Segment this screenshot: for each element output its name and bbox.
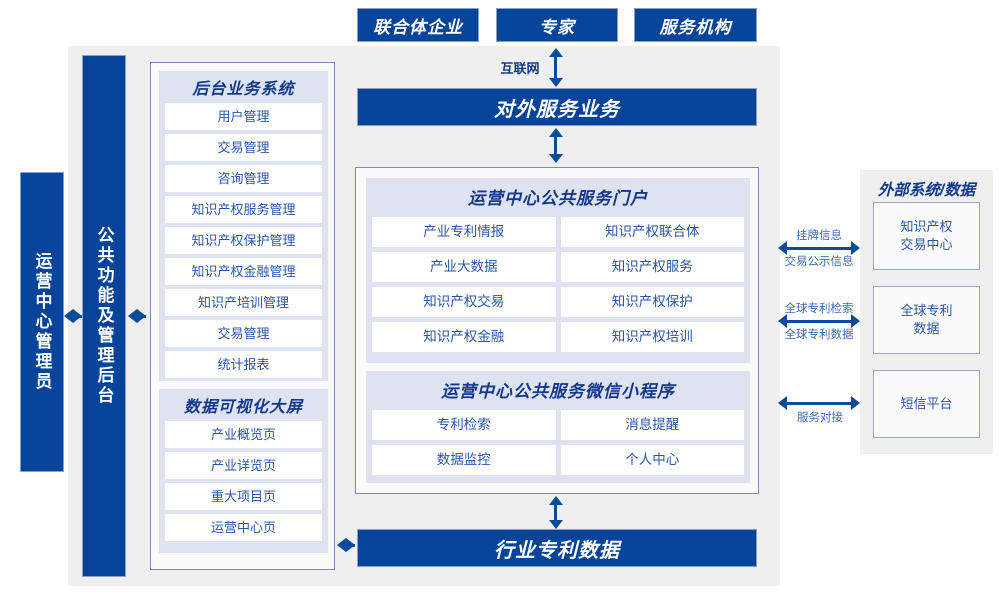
- visualization-item[interactable]: 产业概览页: [165, 421, 322, 448]
- backend-item[interactable]: 统计报表: [165, 351, 322, 378]
- industry-patent-data-label: 行业专利数据: [494, 539, 620, 562]
- miniprogram-item[interactable]: 个人中心: [560, 445, 744, 475]
- service-portal-arrow-line: [554, 135, 557, 158]
- wechat-miniprogram-panel: 运营中心公共服务微信小程序 专利检索 消息提醒 数据监控 个人中心: [366, 371, 750, 483]
- data-visualization-panel: 数据可视化大屏 产业概览页 产业详览页 重大项目页 运营中心页: [159, 389, 328, 553]
- external-service-label: 对外服务业务: [494, 98, 620, 121]
- connector-label-above: 全球专利检索: [784, 303, 854, 315]
- role-bar-operation-admin[interactable]: 运营中心管理员: [20, 172, 64, 472]
- connector-line: [784, 320, 856, 323]
- external-box-sms-platform[interactable]: 短信平台: [873, 370, 980, 438]
- center-bottom-arrow-line: [554, 503, 557, 524]
- connector-label-below: 交易公示信息: [784, 256, 854, 268]
- portal-item[interactable]: 知识产权交易: [372, 287, 556, 317]
- portal-item[interactable]: 知识产权服务: [560, 252, 744, 282]
- external-box-ip-exchange[interactable]: 知识产权 交易中心: [873, 202, 980, 270]
- portal-item[interactable]: 知识产权金融: [372, 322, 556, 352]
- backend-connector-arrow-right: [137, 309, 146, 323]
- role-bar-public-admin-backend[interactable]: 公共功能及管理后台: [82, 55, 126, 577]
- external-systems-title: 外部系统/数据: [877, 182, 976, 199]
- connector-arrow-left: [778, 396, 787, 410]
- portal-item[interactable]: 知识产权保护: [560, 287, 744, 317]
- center-bottom-arrow-down: [549, 520, 563, 529]
- left-modules-panel: 后台业务系统 用户管理 交易管理 咨询管理 知识产权服务管理 知识产权保护管理 …: [150, 62, 335, 570]
- internet-arrow-down: [549, 78, 563, 87]
- external-box-global-patent-data[interactable]: 全球专利 数据: [873, 286, 980, 354]
- portal-grid: 产业专利情报 知识产权联合体 产业大数据 知识产权服务 知识产权交易 知识产权保…: [372, 217, 744, 352]
- backend-item[interactable]: 知识产权金融管理: [165, 258, 322, 285]
- visualization-item[interactable]: 运营中心页: [165, 514, 322, 541]
- backend-item[interactable]: 咨询管理: [165, 165, 322, 192]
- left-bottom-arrow-right: [346, 538, 355, 552]
- actor-box-consortium[interactable]: 联合体企业: [357, 8, 479, 42]
- portal-item[interactable]: 产业专利情报: [372, 217, 556, 247]
- backend-item[interactable]: 知识产培训管理: [165, 289, 322, 316]
- center-services-panel: 运营中心公共服务门户 产业专利情报 知识产权联合体 产业大数据 知识产权服务 知…: [355, 167, 759, 494]
- connector-arrow-right: [851, 241, 860, 255]
- miniprogram-item[interactable]: 专利检索: [372, 410, 556, 440]
- backend-item[interactable]: 交易管理: [165, 320, 322, 347]
- connector-arrow-left: [778, 241, 787, 255]
- visualization-item[interactable]: 重大项目页: [165, 483, 322, 510]
- backend-system-title: 后台业务系统: [192, 81, 295, 98]
- miniprogram-item[interactable]: 数据监控: [372, 445, 556, 475]
- role-connector-arrow-right: [73, 309, 82, 323]
- role-connector-arrow-left: [64, 309, 73, 323]
- portal-item[interactable]: 产业大数据: [372, 252, 556, 282]
- external-service-bar[interactable]: 对外服务业务: [357, 88, 757, 126]
- connector-label-below: 服务对接: [797, 412, 843, 424]
- portal-item[interactable]: 知识产权联合体: [560, 217, 744, 247]
- left-bottom-arrow-left: [337, 538, 346, 552]
- miniprogram-title: 运营中心公共服务微信小程序: [441, 382, 675, 401]
- industry-patent-data-bar[interactable]: 行业专利数据: [357, 529, 757, 567]
- miniprogram-item[interactable]: 消息提醒: [560, 410, 744, 440]
- backend-system-panel: 后台业务系统 用户管理 交易管理 咨询管理 知识产权服务管理 知识产权保护管理 …: [159, 71, 328, 381]
- portal-title: 运营中心公共服务门户: [468, 189, 648, 208]
- service-portal-arrow-up: [549, 128, 563, 137]
- backend-item[interactable]: 交易管理: [165, 134, 322, 161]
- internet-label: 互联网: [500, 61, 540, 76]
- external-box-line1: 短信平台: [900, 396, 953, 411]
- backend-connector-arrow-left: [128, 309, 137, 323]
- actor-box-service-agency[interactable]: 服务机构: [634, 8, 757, 42]
- backend-item[interactable]: 用户管理: [165, 103, 322, 130]
- backend-item[interactable]: 知识产权保护管理: [165, 227, 322, 254]
- public-service-portal-panel: 运营中心公共服务门户 产业专利情报 知识产权联合体 产业大数据 知识产权服务 知…: [366, 178, 750, 363]
- connector-label-above: 挂牌信息: [796, 230, 842, 242]
- role-label: 运营中心管理员: [32, 252, 52, 392]
- connector-arrow-right: [851, 396, 860, 410]
- miniprogram-grid: 专利检索 消息提醒 数据监控 个人中心: [372, 410, 744, 475]
- actor-box-expert[interactable]: 专家: [496, 8, 618, 42]
- connector-arrow-right: [851, 314, 860, 328]
- external-box-line1: 全球专利: [900, 303, 953, 318]
- visualization-item[interactable]: 产业详览页: [165, 452, 322, 479]
- portal-item[interactable]: 知识产权培训: [560, 322, 744, 352]
- external-box-line1: 知识产权: [900, 219, 953, 234]
- connector-label-below: 全球专利数据: [784, 329, 854, 341]
- actor-label: 专家: [539, 17, 575, 37]
- actor-label: 服务机构: [659, 17, 732, 37]
- data-visualization-title: 数据可视化大屏: [183, 399, 303, 416]
- backend-item[interactable]: 知识产权服务管理: [165, 196, 322, 223]
- connector-line: [784, 247, 856, 250]
- external-box-line2: 数据: [913, 321, 940, 336]
- service-portal-arrow-down: [549, 154, 563, 163]
- actor-label: 联合体企业: [373, 17, 463, 37]
- internet-arrow-line: [554, 55, 557, 82]
- external-box-line2: 交易中心: [900, 237, 953, 252]
- connector-line: [784, 402, 856, 405]
- internet-arrow-up: [549, 48, 563, 57]
- connector-arrow-left: [778, 314, 787, 328]
- center-bottom-arrow-up: [549, 496, 563, 505]
- role-label: 公共功能及管理后台: [94, 226, 114, 406]
